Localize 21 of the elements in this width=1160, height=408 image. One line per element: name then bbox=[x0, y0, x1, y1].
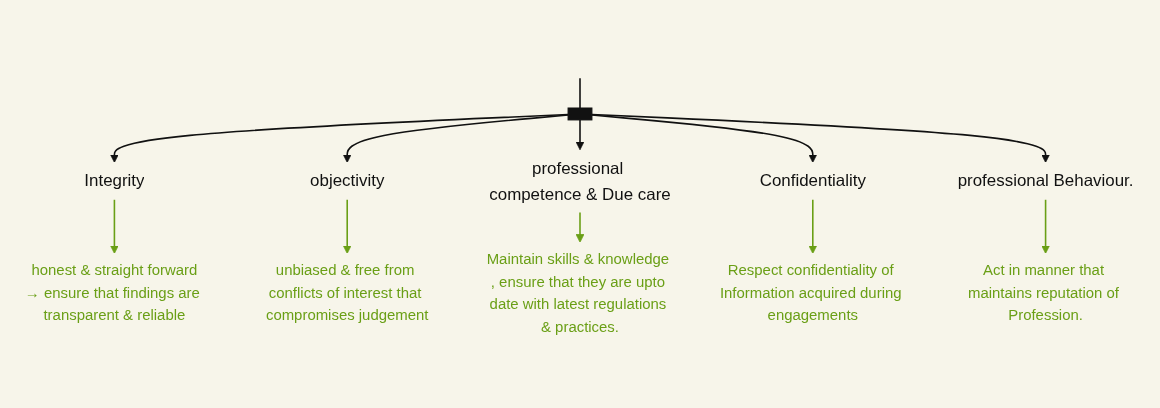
description-text: unbiased & free from conflicts of interest that compromises judgement bbox=[265, 261, 429, 324]
description-text: Maintain skills & knowledge , ensure that they are upto date with latest regulations & practices. bbox=[486, 250, 670, 335]
arrow bbox=[1041, 198, 1050, 254]
arrow bbox=[575, 119, 585, 151]
heading-text: Integrity bbox=[84, 171, 145, 191]
arrow bbox=[591, 114, 818, 163]
bus-bar bbox=[567, 107, 593, 121]
arrow bbox=[591, 113, 1050, 163]
arrow bbox=[808, 198, 818, 254]
heading-text: Confidentiality bbox=[759, 171, 866, 191]
arrow bbox=[342, 198, 352, 254]
connector-line bbox=[579, 77, 581, 109]
arrow bbox=[342, 114, 569, 163]
heading-text: objectivity bbox=[310, 171, 385, 191]
description-text: Act in manner that maintains reputation of Profession. bbox=[968, 261, 1119, 324]
arrow bbox=[110, 198, 119, 254]
description-text: Respect confidentiality of Information acquired during engagements bbox=[719, 261, 902, 324]
heading-text: professional Behaviour. bbox=[957, 171, 1134, 191]
heading-text: professional competence & Due care bbox=[489, 158, 671, 203]
arrow bbox=[575, 211, 585, 243]
description-text: honest & straight forward → ensure that findings are transparent & reliable bbox=[24, 261, 200, 324]
